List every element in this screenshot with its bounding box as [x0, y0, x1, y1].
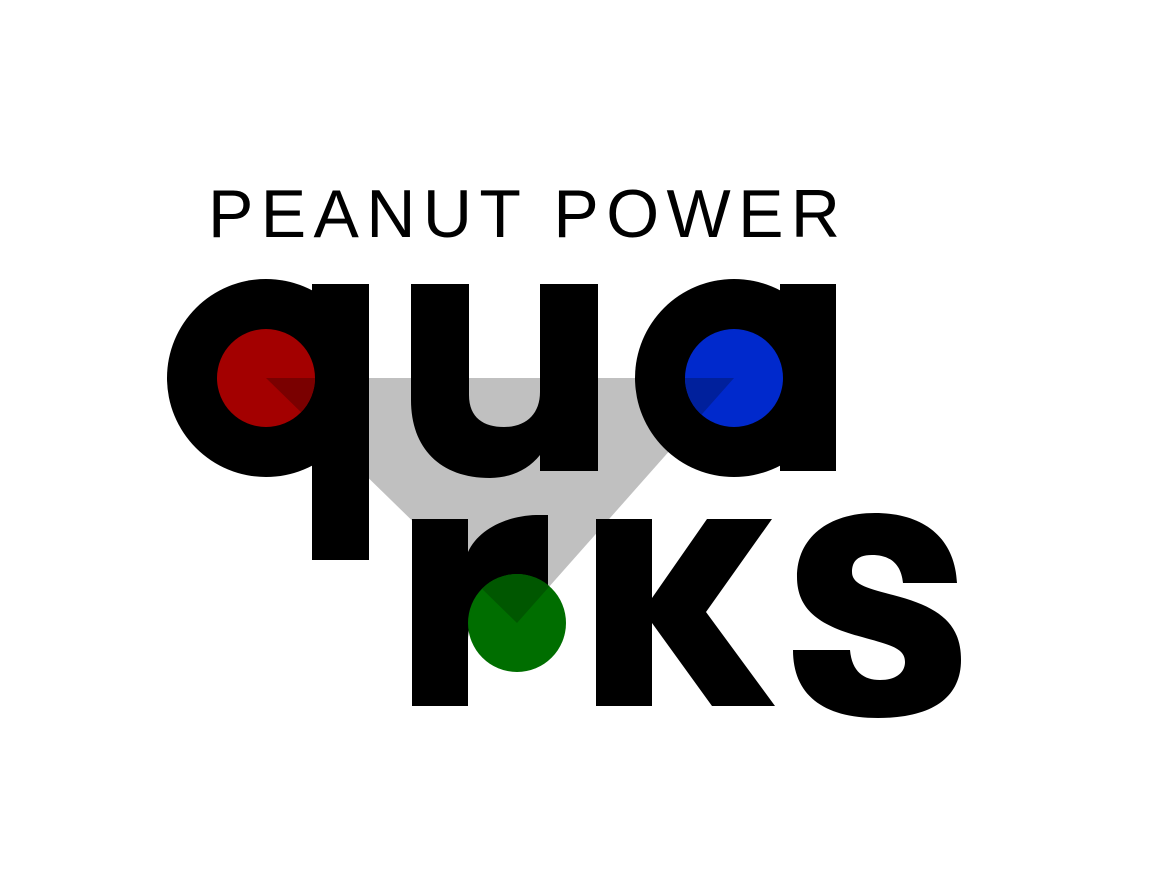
red-quark [217, 329, 315, 427]
letter-k [596, 519, 775, 706]
letter-s [793, 513, 961, 718]
green-quark [468, 574, 566, 672]
blue-quark [685, 329, 783, 427]
quark-triangle [266, 378, 734, 623]
letter-u [411, 284, 598, 478]
